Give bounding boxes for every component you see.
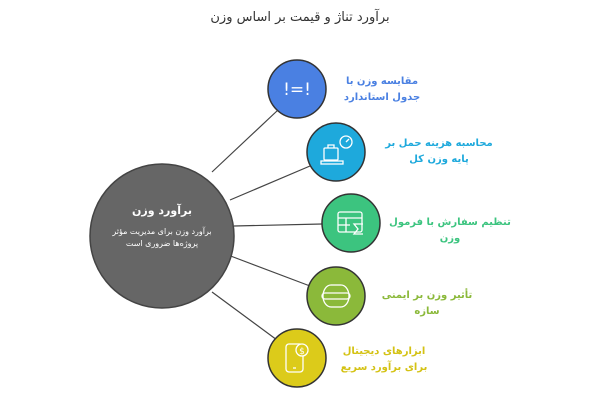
svg-text:$: $ — [299, 347, 305, 357]
label-structural-safety: تأثیر وزن بر ایمنی سازه — [381, 290, 473, 317]
center-title: برآورد وزن — [132, 204, 192, 217]
node-digital-tools[interactable] — [267, 328, 327, 388]
luggage-scale-icon — [320, 135, 353, 165]
wheel-axle-icon — [321, 284, 351, 308]
label-shipping-cost: محاسبه هزینه حمل بر پایه وزن کل — [385, 138, 493, 165]
connector-1 — [211, 109, 279, 173]
diagram-title: برآورد تناژ و قیمت بر اساس وزن — [210, 10, 390, 25]
node-compare-weight[interactable] — [267, 59, 327, 119]
node-structural-safety[interactable] — [306, 266, 366, 326]
connector-5 — [211, 291, 278, 341]
connector-2 — [229, 165, 311, 201]
node-shipping-cost[interactable] — [306, 122, 366, 182]
mobile-dollar-icon: $ — [285, 343, 309, 373]
connector-3 — [233, 223, 323, 227]
label-order-formula: تنظیم سفارش با فرمول وزن — [389, 217, 511, 244]
label-digital-tools: ابزارهای دیجیتال برای برآورد سریع — [340, 346, 428, 373]
table-sum-icon — [337, 211, 363, 235]
not-equal-icon: !=! — [283, 80, 311, 100]
svg-text:!=!: !=! — [283, 80, 311, 100]
connector-4 — [227, 254, 311, 287]
label-compare-weight: مقایسه وزن با جدول استاندارد — [343, 76, 421, 103]
center-description: برآورد وزن برای مدیریت مؤثر پروژه‌ها ضرو… — [112, 227, 212, 248]
node-order-formula[interactable] — [321, 193, 381, 253]
center-node — [89, 163, 235, 309]
